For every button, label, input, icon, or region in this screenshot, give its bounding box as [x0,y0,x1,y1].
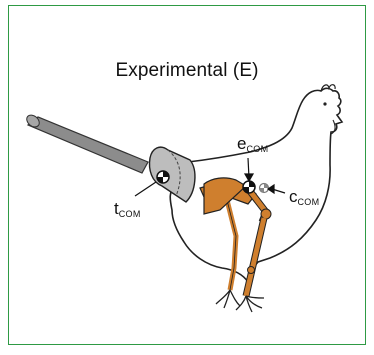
eye-icon [323,102,326,105]
tail-rod [24,113,148,173]
c-com-symbol: c [289,187,298,206]
tail-com-marker [157,171,169,183]
t-com-subscript: COM [119,209,141,219]
feet [216,290,264,312]
control-com-marker [260,184,269,193]
t-com-label: tCOM [114,200,141,219]
c-com-subscript: COM [298,197,320,207]
c-com-label: cCOM [289,188,319,207]
e-com-subscript: COM [246,144,268,154]
e-com-label: eCOM [237,135,268,154]
experimental-com-marker [243,181,255,193]
